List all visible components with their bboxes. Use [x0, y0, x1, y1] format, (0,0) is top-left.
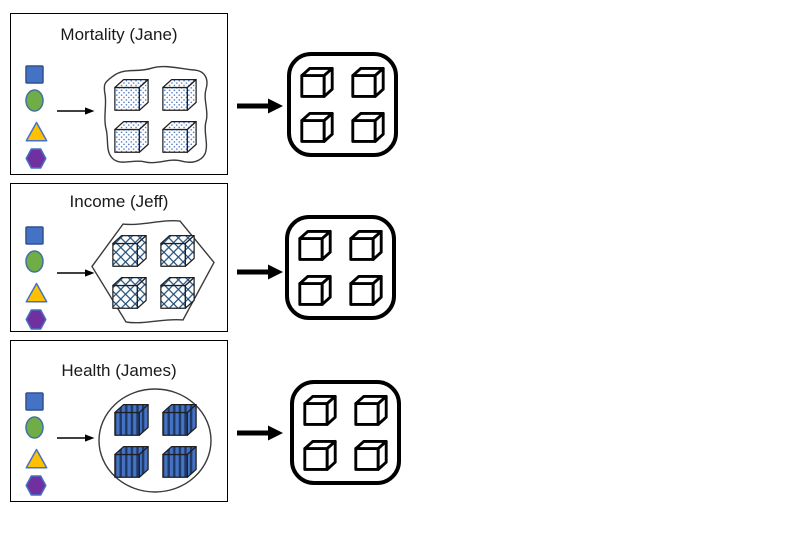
ellipse-icon [25, 416, 44, 439]
cube-icon [303, 439, 337, 471]
diamond-cube-icon [111, 235, 147, 267]
maps-to-arrow-icon [57, 269, 95, 277]
striped-cube-icon [113, 446, 149, 478]
cube-icon [351, 111, 385, 143]
output-box [285, 215, 396, 320]
square-icon [25, 226, 44, 245]
output-cubes [294, 384, 397, 481]
output-cubes [289, 219, 392, 316]
dotted-cube-icon [162, 79, 197, 111]
input-shapes [25, 392, 48, 496]
square-icon [25, 392, 44, 411]
diamond-cube-icon [111, 277, 147, 309]
hexagon-icon [25, 148, 47, 169]
panel-health: Health (James) [10, 340, 228, 502]
panel-income: Income (Jeff) [10, 183, 228, 332]
striped-cube-icon [113, 404, 149, 436]
cube-icon [354, 394, 388, 426]
output-box [287, 52, 398, 157]
ellipse-icon [25, 89, 44, 112]
hexagon-icon [25, 309, 47, 330]
maps-to-arrow-icon [57, 107, 95, 115]
cube-icon [300, 111, 334, 143]
striped-cube-icon [161, 404, 197, 436]
cube-icon [354, 439, 388, 471]
striped-cube-icon [161, 446, 197, 478]
square-icon [25, 65, 44, 84]
thick-arrow-icon [237, 264, 283, 280]
dotted-cube-icon [162, 121, 197, 153]
cube-icon [298, 229, 332, 261]
input-shapes [25, 226, 48, 330]
panel-mortality: Mortality (Jane) [10, 13, 228, 175]
cube-icon [303, 394, 337, 426]
triangle-icon [25, 448, 48, 469]
triangle-icon [25, 121, 48, 142]
dotted-cube-icon [114, 121, 149, 153]
panel-title: Income (Jeff) [69, 192, 169, 211]
cube-icon [349, 229, 383, 261]
diamond-cube-icon [159, 277, 195, 309]
cube-icon [349, 274, 383, 306]
thick-arrow-icon [237, 425, 283, 441]
ellipse-icon [25, 250, 44, 273]
diamond-cube-icon [159, 235, 195, 267]
panel-title: Mortality (Jane) [60, 25, 178, 44]
dotted-cube-icon [114, 79, 149, 111]
textured-cubes [97, 387, 213, 494]
input-shapes [25, 65, 48, 169]
output-box [290, 380, 401, 485]
triangle-icon [25, 282, 48, 303]
cube-icon [351, 66, 385, 98]
textured-cubes [97, 59, 214, 172]
textured-cubes [90, 217, 216, 326]
thick-arrow-icon [237, 98, 283, 114]
circle-container [97, 387, 213, 494]
maps-to-arrow-icon [57, 434, 95, 442]
wavy-square-container [97, 59, 214, 172]
panel-title: Health (James) [61, 361, 177, 380]
hexagon-container [90, 217, 216, 326]
cube-icon [300, 66, 334, 98]
cube-icon [298, 274, 332, 306]
output-cubes [291, 56, 394, 153]
hexagon-icon [25, 475, 47, 496]
